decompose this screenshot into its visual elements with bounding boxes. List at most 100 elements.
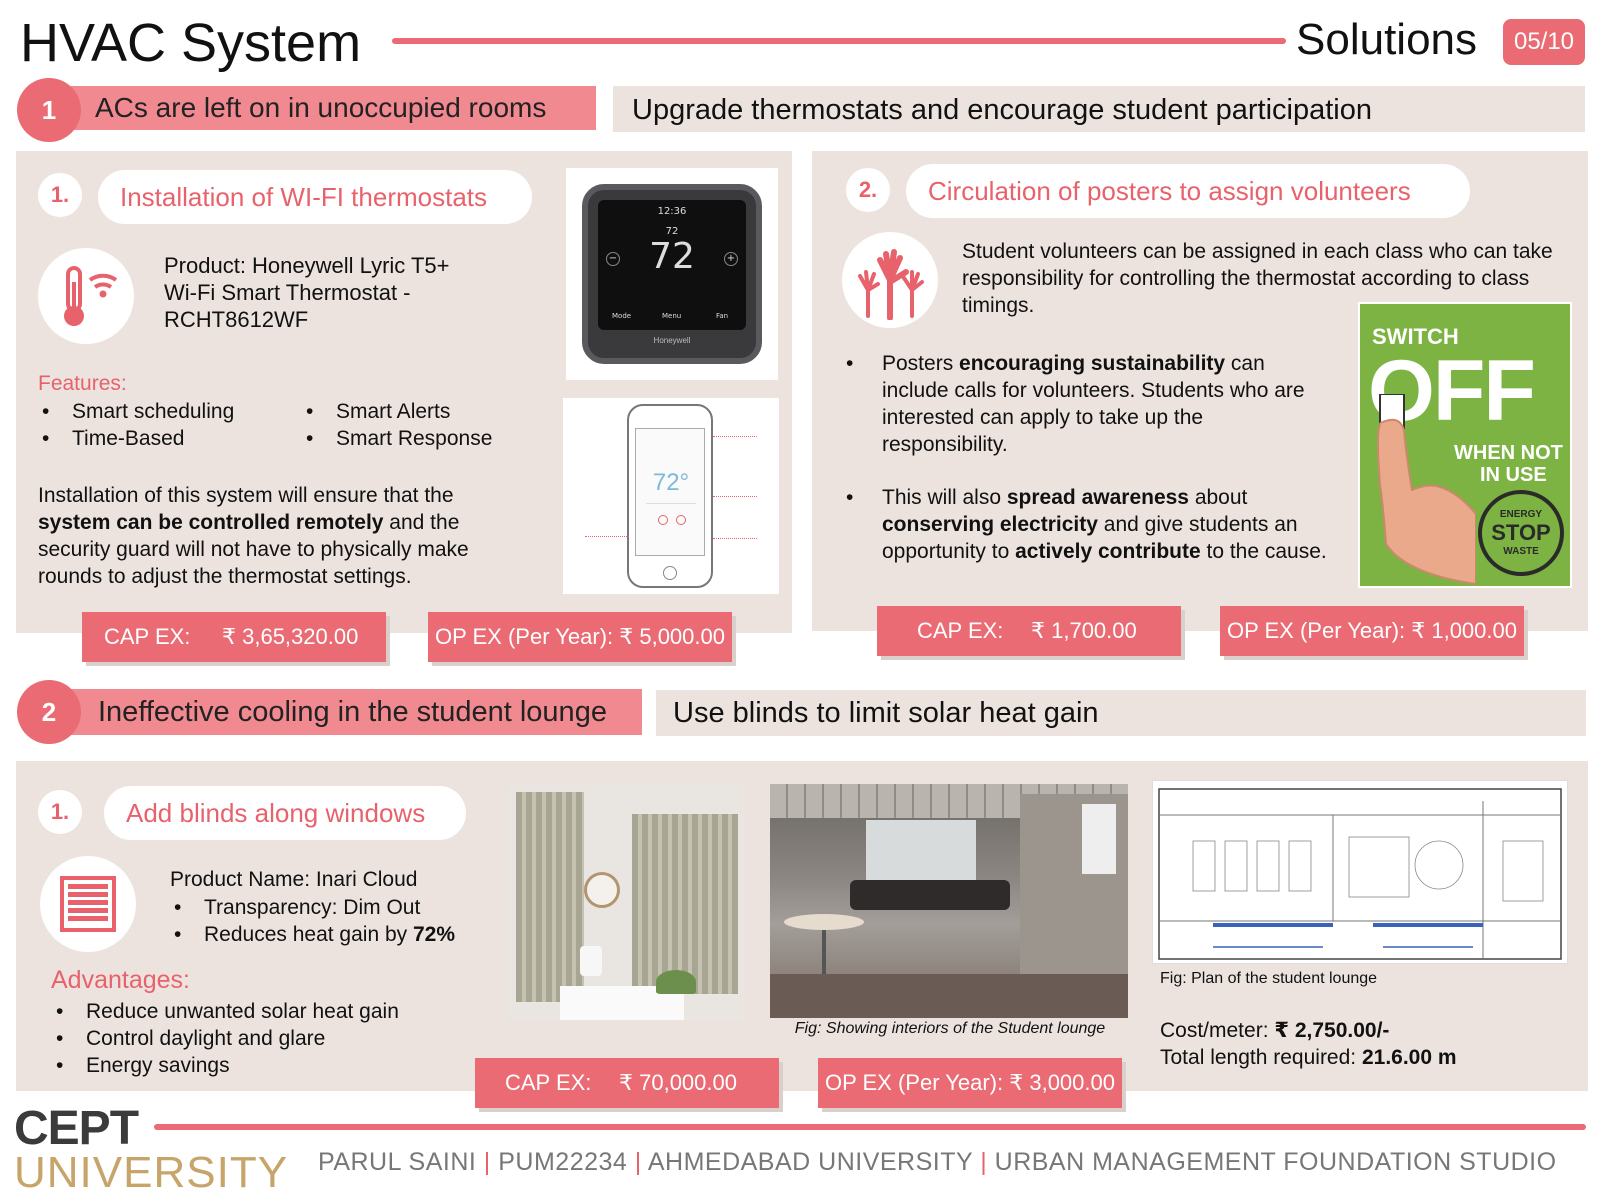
capex-label: CAP EX: bbox=[104, 624, 191, 649]
bullet-bold: actively contribute bbox=[1015, 540, 1201, 563]
bullet-bold: encouraging sustainability bbox=[959, 352, 1226, 375]
problem1-number: 1 bbox=[17, 78, 81, 142]
problem1-solution-bar bbox=[613, 86, 1585, 132]
problem2-solution-bar bbox=[656, 690, 1586, 736]
student-id: PUM22234 bbox=[498, 1148, 628, 1176]
card1-description: Installation of this system will ensure … bbox=[38, 482, 528, 590]
footer-rule bbox=[154, 1124, 1586, 1130]
card1-product: Product: Honeywell Lyric T5+ Wi-Fi Smart… bbox=[164, 253, 450, 332]
thermo-setpoint: 72 bbox=[665, 226, 679, 237]
poster-switch: SWITCH bbox=[1372, 324, 1459, 349]
phone-app-image: 72° bbox=[563, 398, 779, 594]
poster-stop: STOP bbox=[1491, 520, 1551, 545]
problem2-issue: Ineffective cooling in the student loung… bbox=[98, 696, 607, 728]
card2-title: Circulation of posters to assign volunte… bbox=[906, 164, 1470, 218]
cost-value: ₹ 2,750.00/- bbox=[1274, 1019, 1390, 1042]
bullet-text: to the cause. bbox=[1200, 540, 1327, 563]
poster-energy: ENERGY bbox=[1499, 509, 1543, 520]
card2-intro: Student volunteers can be assigned in ea… bbox=[962, 240, 1553, 317]
problem1-solution: Upgrade thermostats and encourage studen… bbox=[632, 94, 1372, 126]
list-item: Smart Response bbox=[302, 425, 492, 452]
card1-features-right: Smart Alerts Smart Response bbox=[302, 398, 492, 452]
author-name: PARUL SAINI bbox=[318, 1148, 477, 1176]
title-rule bbox=[392, 38, 1286, 44]
length-label: Total length required: bbox=[1160, 1046, 1362, 1069]
university: AHMEDABAD UNIVERSITY bbox=[647, 1148, 973, 1176]
thermo-plus-icon: + bbox=[724, 252, 738, 266]
card3-specs: Transparency: Dim Out Reduces heat gain … bbox=[170, 894, 455, 948]
card2-opex: OP EX (Per Year): ₹ 1,000.00 bbox=[1220, 606, 1524, 656]
bullet-bold: spread awareness bbox=[1006, 486, 1189, 509]
card3-advantages-label: Advantages: bbox=[51, 966, 190, 994]
window-blinds-icon bbox=[40, 856, 136, 952]
thermo-brand: Honeywell bbox=[653, 336, 691, 345]
card1-title: Installation of WI-FI thermostats bbox=[98, 170, 532, 224]
section-title: Solutions bbox=[1296, 15, 1478, 64]
bullet-text: and give students an opportunity to bbox=[882, 513, 1298, 563]
list-item: Reduces heat gain by 72% bbox=[170, 921, 455, 948]
capex-value: ₹ 1,700.00 bbox=[1031, 618, 1137, 643]
thermo-minus-icon: − bbox=[606, 252, 620, 266]
card3-number: 1. bbox=[38, 790, 82, 834]
plant-icon bbox=[656, 970, 696, 994]
card2-bullet2: • This will also spread awareness about … bbox=[846, 486, 1327, 563]
bullet-text: Posters bbox=[882, 352, 960, 375]
page-title: HVAC System bbox=[20, 13, 362, 73]
problem2-number: 2 bbox=[17, 680, 81, 744]
problem2-issue-bar bbox=[40, 689, 642, 735]
card2-capex: CAP EX: ₹ 1,700.00 bbox=[877, 606, 1181, 656]
capex-value: ₹ 3,65,320.00 bbox=[222, 624, 359, 649]
poster-waste: WASTE bbox=[1503, 546, 1539, 557]
card2-number: 2. bbox=[846, 168, 890, 212]
lamp-icon bbox=[580, 946, 602, 976]
studio: URBAN MANAGEMENT FOUNDATION STUDIO bbox=[994, 1148, 1557, 1176]
list-item: Reduce unwanted solar heat gain bbox=[52, 998, 399, 1025]
capex-value: ₹ 70,000.00 bbox=[619, 1070, 737, 1095]
card1-opex: OP EX (Per Year): ₹ 5,000.00 bbox=[428, 612, 732, 662]
bullet-bold: conserving electricity bbox=[882, 513, 1098, 536]
list-item: Control daylight and glare bbox=[52, 1025, 399, 1052]
phone-temp: 72° bbox=[652, 469, 690, 496]
thermo-temp: 72 bbox=[649, 236, 695, 277]
problem1-issue-bar bbox=[40, 86, 596, 130]
total-length: Total length required: 21.6.00 m bbox=[1160, 1046, 1457, 1070]
card3-product: Product Name: Inari Cloud bbox=[170, 868, 418, 891]
capex-label: CAP EX: bbox=[505, 1070, 592, 1095]
bullet-text: can include calls for volunteers. Studen… bbox=[882, 352, 1305, 456]
poster-inuse: IN USE bbox=[1480, 464, 1547, 486]
bullet-text: This will also bbox=[882, 486, 1007, 509]
blinds-photo bbox=[508, 786, 744, 1020]
bullet-text: about bbox=[1188, 486, 1248, 509]
capex-label: CAP EX: bbox=[917, 618, 1004, 643]
lounge-floor-plan bbox=[1152, 780, 1568, 964]
list-item: Energy savings bbox=[52, 1052, 399, 1079]
raised-hands-icon bbox=[842, 232, 938, 328]
thermo-menu-label: Menu bbox=[662, 312, 682, 320]
problem1-issue: ACs are left on in unoccupied rooms bbox=[95, 92, 547, 123]
thermo-mode-label: Mode bbox=[612, 312, 632, 320]
separator: | bbox=[980, 1148, 988, 1176]
desc-text: Installation of this system will ensure … bbox=[38, 484, 454, 507]
separator: | bbox=[483, 1148, 491, 1176]
lounge-interior-photo bbox=[770, 784, 1128, 1018]
thermo-time: 12:36 bbox=[657, 206, 687, 217]
card3-capex: CAP EX: ₹ 70,000.00 bbox=[475, 1058, 779, 1108]
length-value: 21.6.00 m bbox=[1361, 1046, 1457, 1069]
thermostat-image: 12:36 72 72 − + Mode Menu Fan Honeywell bbox=[566, 168, 778, 380]
spec-bold: 72% bbox=[412, 923, 456, 946]
card1-features-left: Smart scheduling Time-Based bbox=[38, 398, 234, 452]
list-item: Smart scheduling bbox=[38, 398, 234, 425]
card3-opex: OP EX (Per Year): ₹ 3,000.00 bbox=[818, 1058, 1122, 1108]
fig-interior-caption: Fig: Showing interiors of the Student lo… bbox=[794, 1020, 1106, 1037]
list-item: Time-Based bbox=[38, 425, 234, 452]
cost-label: Cost/meter: bbox=[1160, 1019, 1275, 1042]
cept-logo-bottom: UNIVERSITY bbox=[14, 1148, 289, 1197]
switch-off-poster: SWITCH OFF WHEN NOT IN USE ENERGY STOP W… bbox=[1358, 302, 1572, 588]
footer-credits: PARUL SAINI | PUM22234 | AHMEDABAD UNIVE… bbox=[318, 1148, 1557, 1177]
spec-text: Reduces heat gain by bbox=[204, 923, 413, 946]
list-item: Transparency: Dim Out bbox=[170, 894, 455, 921]
stop-energy-waste-badge: ENERGY STOP WASTE bbox=[1478, 490, 1564, 576]
card1-number: 1. bbox=[38, 173, 82, 217]
thermo-fan-label: Fan bbox=[716, 312, 729, 320]
separator: | bbox=[634, 1148, 642, 1176]
